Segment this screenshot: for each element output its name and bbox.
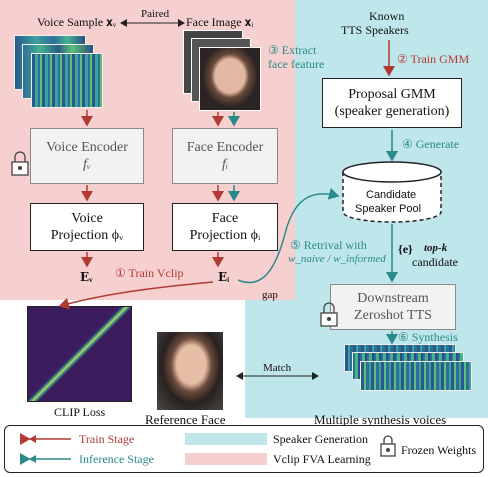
legend-train-stage: Train Stage [79, 432, 135, 446]
downstream-label-2: Zeroshot TTS [354, 308, 432, 323]
proposal-label-2: (speaker generation) [334, 104, 450, 119]
topk-label: top-k [424, 242, 448, 254]
synthesis-label: ⑥ Synthesis [398, 330, 458, 344]
voice-encoder-box: Voice Encoder fᵥ [30, 128, 144, 184]
downstream-tts-box: Downstream Zeroshot TTS [330, 284, 456, 330]
voice-projection-label: Voice [71, 211, 103, 226]
proposal-gmm-box: Proposal GMM (speaker generation) [322, 78, 462, 128]
topk-label-2: candidate [412, 255, 458, 269]
lock-icon-voice-encoder [11, 151, 29, 176]
candidate-label-2: Speaker Pool [355, 203, 422, 215]
face-projection-label-2: Projection ϕᵢ [189, 228, 261, 243]
reference-face-label: Reference Face [145, 412, 226, 427]
clip-loss-matrix [27, 306, 132, 402]
retrival-label-2: w_naive / w_informed [288, 253, 386, 265]
face-image-label: Face Image 𝐱ᵢ [186, 15, 254, 29]
legend-inference-stage: Inference Stage [79, 452, 154, 466]
voice-projection-label-2: Projection ϕᵥ [50, 228, 124, 243]
paired-label: Paired [141, 8, 170, 20]
generate-label: ④ Generate [402, 137, 460, 151]
downstream-label: Downstream [357, 291, 429, 306]
face-projection-label: Face [211, 211, 239, 226]
multi-synth-label: Multiple synthesis voices [314, 412, 447, 427]
clip-loss-label: CLIP Loss [54, 405, 106, 419]
legend-frozen: Frozen Weights [401, 443, 477, 457]
legend-arrows [20, 433, 396, 465]
ei-label: 𝐄ᵢ [218, 270, 230, 284]
candidate-label: Candidate [366, 189, 417, 201]
match-label: Match [263, 362, 292, 374]
ev-label: 𝐄ᵥ [80, 270, 93, 284]
face-projection-box: Face Projection ϕᵢ [172, 203, 278, 251]
extract-label-2: face feature [268, 57, 325, 71]
train-gmm-label: ② Train GMM [397, 52, 470, 66]
gap-label: gap [262, 289, 278, 301]
face-encoder-box: Face Encoder fᵢ [172, 128, 278, 184]
lock-icon-downstream [320, 302, 338, 327]
known-label-2: TTS Speakers [341, 23, 409, 37]
face-encoder-symbol: fᵢ [221, 157, 229, 172]
train-vclip-label: ① Train Vclip [115, 266, 184, 280]
candidate-pool-cylinder [342, 161, 442, 223]
known-label: Known [369, 9, 405, 23]
extract-label: ③ Extract [268, 43, 317, 57]
proposal-label: Proposal GMM [348, 87, 436, 102]
face-encoder-label: Face Encoder [186, 140, 264, 155]
legend-speaker-generation: Speaker Generation [273, 432, 368, 446]
legend-box: Train Stage Inference Stage Speaker Gene… [4, 425, 484, 473]
reference-face-image [157, 332, 223, 410]
voice-encoder-label: Voice Encoder [46, 140, 128, 155]
voice-sample-label: Voice Sample 𝐱ᵥ [37, 15, 117, 29]
legend-vclip-swatch [185, 453, 267, 465]
legend-vclip: Vclip FVA Learning [273, 452, 371, 466]
legend-speaker-generation-swatch [185, 433, 267, 445]
e-set-label: {e} [398, 242, 413, 256]
voice-projection-box: Voice Projection ϕᵥ [30, 203, 144, 251]
legend-lock-icon [380, 435, 396, 457]
retrival-label: ⑤ Retrival with [290, 238, 367, 252]
voice-encoder-symbol: fᵥ [83, 157, 91, 172]
